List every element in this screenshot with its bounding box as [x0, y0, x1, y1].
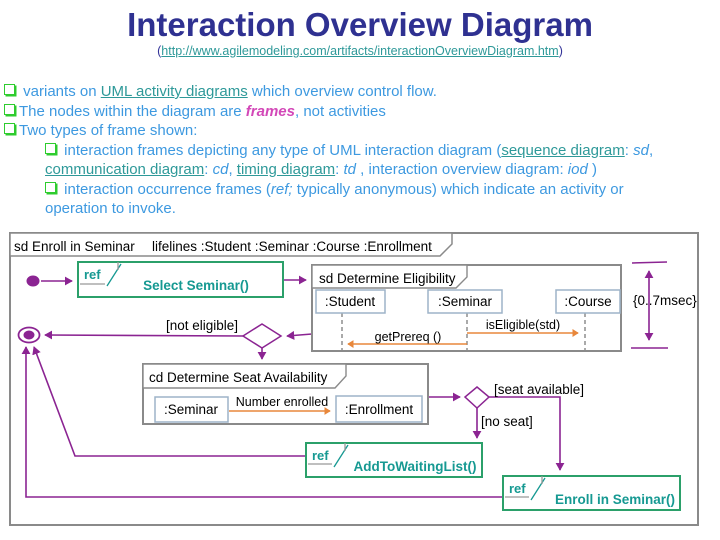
bullet-text: interaction occurrence frames ( — [60, 180, 271, 198]
cd-abbrev: cd — [212, 161, 229, 178]
frames-emphasis: frames — [245, 102, 295, 120]
bullet-text: interaction frames depicting any type of… — [60, 141, 502, 159]
edge-seat-available-to-enroll — [489, 396, 565, 471]
bullet-text: operation to invoke. — [45, 200, 176, 217]
bullet-text: , — [648, 141, 654, 159]
communication-diagram-link[interactable]: communication diagram — [45, 161, 205, 178]
checkbox-bullet-icon — [4, 84, 15, 95]
bullet-text: : — [335, 161, 344, 178]
edge-eligibility-to-decision — [286, 330, 313, 340]
td-abbrev: td — [343, 161, 357, 178]
ref-tab-slash — [530, 477, 546, 501]
iod-abbrev: iod — [567, 161, 588, 178]
checkbox-bullet-icon — [45, 142, 56, 154]
seminar-label: :Seminar — [438, 294, 493, 309]
eligibility-frame-title: sd Determine Eligibility — [319, 271, 456, 286]
outer-frame-tab — [9, 232, 453, 257]
bullet-text: ) — [587, 161, 597, 178]
bullet-text: The nodes within the diagram are — [19, 102, 246, 120]
student-label: :Student — [325, 294, 376, 309]
checkbox-bullet-icon — [4, 123, 15, 134]
ref-tab-slash — [333, 444, 349, 468]
waitlist-label: AddToWaitingList() — [354, 459, 477, 474]
sd-abbrev: sd — [633, 141, 649, 159]
edge-not-eligible-to-final — [44, 330, 245, 340]
subtitle-open-paren: ( — [157, 44, 162, 58]
cd-enrollment-box — [335, 395, 423, 423]
ref-abbrev: ref; — [270, 180, 293, 198]
bullet-text: : — [624, 141, 634, 159]
eligibility-decision-diamond — [241, 323, 283, 349]
bullet-text: which overview control flow. — [247, 83, 437, 100]
select-seminar-label: Select Seminar() — [143, 278, 249, 293]
bullet-text: Two types of frame shown: — [19, 122, 198, 139]
bullet-text: , not activities — [295, 102, 386, 120]
seminar-box — [427, 289, 503, 314]
initial-node — [26, 275, 40, 287]
cd-seminar-label: :Seminar — [164, 402, 219, 417]
iseligible-message-label: isEligible(std) — [486, 318, 560, 332]
enroll-ref-keyword: ref — [509, 481, 526, 496]
checkbox-bullet-icon — [45, 181, 56, 193]
bullet-interaction-frames: interaction frames depicting any type of… — [4, 141, 700, 180]
course-box — [555, 289, 621, 314]
bullet-occurrence-frames: interaction occurrence frames (ref; typi… — [4, 180, 700, 219]
outer-frame-title: sd Enroll in Seminar — [14, 239, 135, 254]
duration-top-tick — [631, 261, 668, 264]
bullet-text: variants on — [19, 83, 101, 100]
bullet-text: , — [228, 161, 237, 178]
student-box — [315, 289, 386, 314]
cd-seminar-box — [154, 396, 229, 423]
waitlist-frame — [305, 442, 483, 478]
uml-activity-diagrams-link[interactable]: UML activity diagrams — [100, 83, 248, 100]
bullet-variants: variants on UML activity diagrams which … — [4, 82, 700, 102]
duration-constraint-label: {0..7msec} — [633, 293, 697, 308]
waitlist-ref-keyword: ref — [312, 448, 329, 463]
outer-frame-lifelines: lifelines :Student :Seminar :Course :Enr… — [152, 239, 432, 254]
no-seat-guard: [no seat] — [481, 414, 533, 429]
agilemodeling-link[interactable]: http://www.agilemodeling.com/artifacts/i… — [161, 44, 559, 58]
select-seminar-frame — [77, 261, 284, 298]
bullet-list: variants on UML activity diagrams which … — [4, 82, 700, 219]
edge-enroll-to-final — [21, 346, 503, 498]
number-enrolled-label: Number enrolled — [236, 395, 328, 409]
eligibility-frame-tab — [311, 264, 468, 289]
bullet-text: : — [204, 161, 213, 178]
seat-decision-diamond — [463, 386, 491, 410]
final-node-core — [23, 330, 35, 340]
bullet-text: , interaction overview diagram: — [356, 161, 568, 178]
enroll-label: Enroll in Seminar() — [555, 492, 675, 507]
enroll-frame — [502, 475, 681, 511]
timing-diagram-link[interactable]: timing diagram — [236, 161, 336, 178]
seat-frame-title: cd Determine Seat Availability — [149, 370, 328, 385]
seat-available-guard: [seat available] — [494, 382, 584, 397]
checkbox-bullet-icon — [4, 103, 15, 115]
page-title: Interaction Overview Diagram — [127, 6, 593, 43]
course-label: :Course — [564, 294, 611, 309]
subtitle-close-paren: ) — [558, 44, 563, 58]
seat-frame-tab — [142, 363, 347, 389]
select-ref-keyword: ref — [84, 267, 101, 282]
sequence-diagram-link[interactable]: sequence diagram — [501, 141, 625, 159]
bullet-text: typically anonymous) which indicate an a… — [292, 180, 624, 198]
ref-tab-slash — [106, 263, 122, 287]
bullet-two-types: Two types of frame shown: — [4, 121, 700, 141]
edge-waitlist-to-final — [32, 346, 306, 457]
cd-enrollment-label: :Enrollment — [345, 402, 414, 417]
bullet-nodes: The nodes within the diagram are frames,… — [4, 102, 700, 122]
not-eligible-guard: [not eligible] — [166, 318, 238, 333]
getprereq-message-label: getPrereq () — [375, 330, 442, 344]
subtitle: (http://www.agilemodeling.com/artifacts/… — [0, 44, 720, 58]
